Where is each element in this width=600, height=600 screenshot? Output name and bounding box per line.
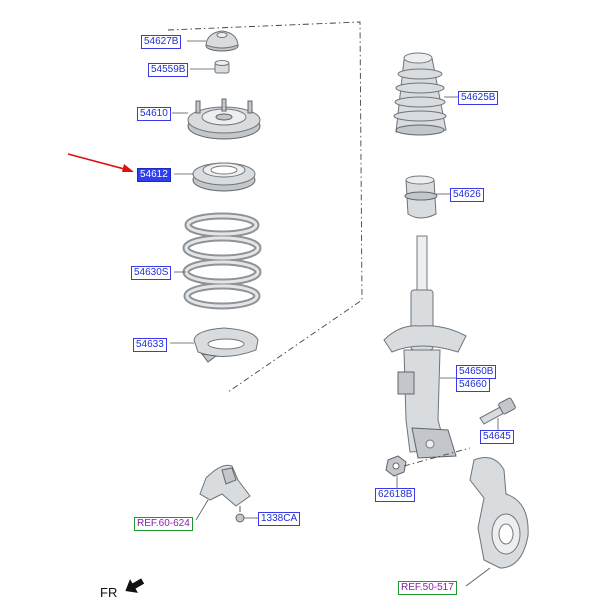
front-direction-label: FR	[100, 585, 118, 600]
part-1338ca-bolt	[235, 506, 245, 523]
part-label-54660[interactable]: 54660	[456, 378, 490, 392]
assembly-frame-line	[167, 21, 363, 393]
part-label-54627b[interactable]: 54627B	[141, 35, 182, 49]
bracket-part	[199, 464, 251, 507]
part-54650b-strut-assembly	[383, 235, 467, 459]
part-label-54626[interactable]: 54626	[450, 188, 484, 202]
part-54633-spring-pad	[193, 327, 259, 363]
part-label-54625b[interactable]: 54625B	[458, 91, 499, 105]
ref-link-60-624[interactable]: REF.60-624	[134, 517, 193, 531]
part-label-54650b[interactable]: 54650B	[456, 365, 497, 379]
part-label-54633[interactable]: 54633	[133, 338, 167, 352]
part-54645-bolt	[479, 397, 516, 425]
part-54625b-dust-boot	[393, 52, 447, 136]
part-label-54610[interactable]: 54610	[137, 107, 171, 121]
ref-link-50-517[interactable]: REF.50-517	[398, 581, 457, 595]
front-direction-arrow	[125, 578, 145, 593]
part-62618b-nut	[385, 455, 407, 477]
part-label-62618b[interactable]: 62618B	[375, 488, 416, 502]
part-54630s-coil-spring	[182, 212, 262, 310]
part-54610-strut-mount	[187, 98, 261, 140]
steering-knuckle-part	[469, 457, 529, 569]
part-54612-bearing	[192, 162, 256, 192]
part-54627b-cap	[205, 30, 239, 52]
part-label-54645[interactable]: 54645	[480, 430, 514, 444]
part-label-54630s[interactable]: 54630S	[131, 266, 172, 280]
part-54626-bump-stop	[404, 175, 438, 219]
part-label-54612-selected[interactable]: 54612	[137, 168, 171, 182]
red-pointer-arrow	[67, 153, 134, 172]
part-54559b-nut	[214, 60, 230, 74]
part-label-1338ca[interactable]: 1338CA	[258, 512, 301, 526]
part-label-54559b[interactable]: 54559B	[148, 63, 189, 77]
